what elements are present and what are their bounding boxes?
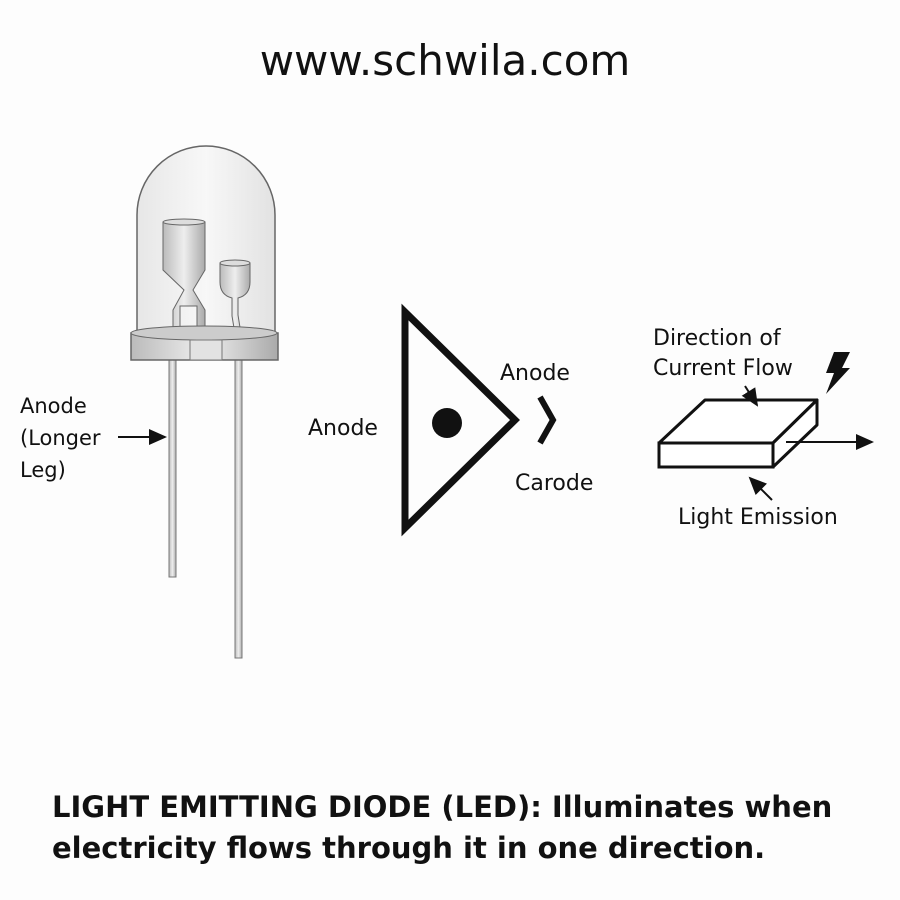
symbol-anode-right-label: Anode bbox=[500, 361, 570, 386]
lightning-bolt-icon bbox=[826, 352, 850, 394]
dot-icon bbox=[432, 408, 462, 438]
site-title: www.schwila.com bbox=[260, 36, 631, 85]
direction-label-line2: Current Flow bbox=[653, 356, 793, 381]
anode-label-line1: Anode bbox=[20, 394, 87, 418]
symbol-anode-left-label: Anode bbox=[308, 416, 378, 441]
anode-label-line3: Leg) bbox=[20, 458, 66, 482]
direction-label-line1: Direction of bbox=[653, 326, 782, 351]
emission-pointer-arrow bbox=[748, 476, 773, 501]
chip-front bbox=[657, 441, 775, 469]
chip-side bbox=[771, 398, 819, 469]
led-component-illustration bbox=[130, 145, 279, 659]
anode-leg bbox=[168, 359, 177, 578]
diode-symbol bbox=[401, 303, 557, 537]
current-pointer-arrow bbox=[741, 385, 759, 407]
cathode-leg bbox=[234, 359, 243, 659]
anvil bbox=[162, 221, 206, 341]
anode-label-line2: (Longer bbox=[20, 426, 101, 450]
chip-illustration bbox=[657, 352, 874, 501]
symbol-cathode-label: Carode bbox=[515, 471, 593, 496]
caption-line2: electricity flows through it in one dire… bbox=[52, 831, 765, 865]
led-dome bbox=[136, 145, 276, 339]
emission-label: Light Emission bbox=[678, 505, 838, 530]
caption-line1: LIGHT EMITTING DIODE (LED): Illuminates … bbox=[52, 790, 832, 824]
triangle-icon bbox=[401, 303, 520, 537]
chevron-icon bbox=[537, 395, 557, 445]
